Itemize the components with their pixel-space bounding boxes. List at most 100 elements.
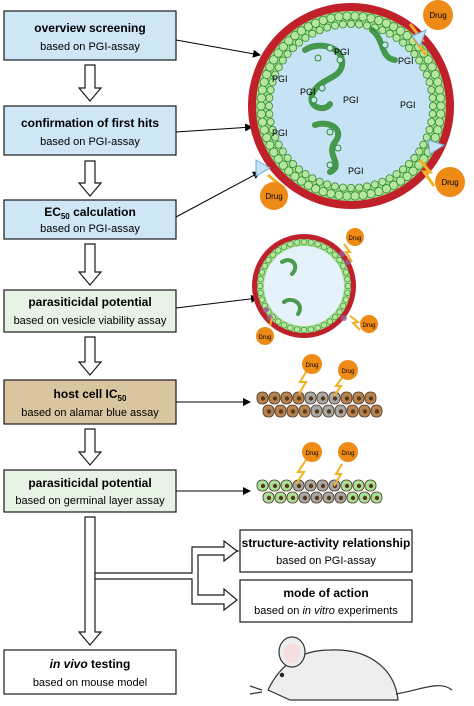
germinal-cell: [315, 26, 324, 35]
germinal-cell: [275, 247, 282, 254]
cell-nucleus: [320, 396, 326, 401]
svg-text:Drug: Drug: [258, 335, 271, 341]
germinal-cell: [338, 20, 347, 29]
germinal-cell: [334, 12, 344, 22]
down-arrow-1: [77, 64, 103, 102]
pointer-arrow-1: [175, 39, 261, 58]
germinal-cell: [358, 190, 368, 200]
cell-nucleus: [266, 409, 272, 414]
svg-text:PGI: PGI: [272, 128, 288, 138]
germinal-cell: [269, 147, 279, 157]
cell-nucleus: [284, 396, 290, 401]
germinal-cell: [366, 13, 376, 23]
germinal-cell: [342, 269, 349, 276]
svg-text:PGI: PGI: [398, 56, 414, 66]
cell-nucleus: [350, 409, 356, 414]
germinal-cell: [350, 191, 360, 201]
germinal-cell: [392, 33, 401, 42]
germinal-cell: [381, 184, 391, 194]
germinal-cell: [268, 125, 277, 134]
cell-nucleus: [344, 483, 350, 489]
wall-breaches: [255, 29, 446, 177]
germinal-cell: [436, 93, 446, 103]
damaged-cells: [263, 251, 351, 321]
germinal-cell: [374, 15, 384, 26]
germinal-cell: [415, 56, 424, 65]
mouse-eye: [279, 672, 285, 678]
mouse-illustration: [249, 636, 453, 701]
germinal-cell: [266, 86, 275, 95]
germinal-cell: [294, 239, 301, 246]
germinal-cell: [425, 125, 434, 134]
germinal-cell: [399, 165, 408, 174]
germinal-cell: [423, 55, 433, 65]
germinal-cell: [378, 177, 387, 186]
germinal-cell: [278, 160, 288, 170]
svg-text:PGI: PGI: [348, 166, 364, 176]
germinal-cell: [422, 133, 431, 142]
small-germinal-cells: [256, 238, 352, 334]
vesicle-subtitle: based on vesicle viability assay: [14, 315, 167, 327]
germinal-cell: [294, 326, 301, 333]
germinal-cell: [340, 262, 347, 270]
germinal-cell: [433, 77, 443, 87]
germinal-cell: [294, 165, 303, 174]
pointer-arrows: [175, 39, 261, 495]
germinal-cell: [301, 33, 310, 42]
germinal-cell: [362, 182, 371, 191]
cyst-fluid: [267, 22, 435, 190]
svg-text:PGI: PGI: [300, 87, 316, 97]
ec50-title: EC50 calculation: [44, 205, 136, 221]
confirmation-subtitle: based on PGI-assay: [40, 136, 140, 148]
germinal-cell: [307, 239, 314, 246]
germinal-cell: [399, 38, 408, 47]
germinal-subtitle: based on germinal layer assay: [15, 495, 165, 507]
sar-subtitle: based on PGI-assay: [276, 555, 376, 567]
germinal-cell: [283, 154, 292, 163]
germinal-cell: [265, 62, 275, 72]
cell-nucleus: [374, 409, 380, 414]
mouse-tail: [395, 685, 453, 695]
pointer-arrow-4: [175, 294, 259, 309]
cell-nucleus: [362, 409, 368, 414]
cell-nucleus: [302, 495, 308, 501]
germinal-cell: [301, 170, 310, 179]
germinal-cell: [340, 302, 347, 310]
germinal-cell: [395, 176, 406, 186]
cell-nucleus: [272, 483, 278, 489]
overview-subtitle: based on PGI-assay: [40, 41, 140, 53]
germinal-cell: [331, 21, 340, 30]
cell-nucleus: [296, 483, 302, 489]
pointer-arrow-3: [175, 171, 261, 218]
germinal-cell: [410, 154, 419, 163]
germinal-cell: [326, 189, 336, 199]
cell-nucleus: [338, 409, 344, 414]
germinal-cell: [256, 101, 266, 111]
germinal-cell: [314, 241, 321, 248]
cell-nucleus: [308, 483, 314, 489]
germinal-cell: [402, 31, 412, 41]
cell-nucleus: [368, 396, 374, 401]
small-drug-top: Drug: [343, 228, 364, 263]
cell-nucleus: [278, 495, 284, 501]
germinal-cell: [259, 269, 266, 276]
germinal-cell: [334, 190, 344, 200]
vesicle-title: parasiticidal potential: [28, 295, 151, 309]
cell-nucleus: [326, 495, 332, 501]
svg-text:Drug: Drug: [348, 236, 361, 242]
cell-nucleus: [266, 495, 272, 501]
germinal-cell: [419, 63, 428, 72]
svg-text:Drug: Drug: [305, 451, 318, 457]
germinal-cell: [378, 26, 387, 35]
cell-nucleus: [278, 409, 284, 414]
branch-arrow-sar: [94, 539, 238, 612]
germinal-cell: [294, 38, 303, 47]
host-drug-2: Drug: [333, 360, 358, 397]
germinal-cell: [402, 171, 412, 181]
large-cyst-illustration: PGI PGI PGI PGI PGI PGI PGI PGI Drug Dru…: [248, 0, 465, 210]
germinal-cell: [389, 180, 399, 190]
germinal-cell: [303, 180, 313, 190]
cell-nucleus: [284, 483, 290, 489]
ic50-title: host cell IC50: [54, 387, 127, 403]
germinal-cell: [300, 326, 308, 334]
